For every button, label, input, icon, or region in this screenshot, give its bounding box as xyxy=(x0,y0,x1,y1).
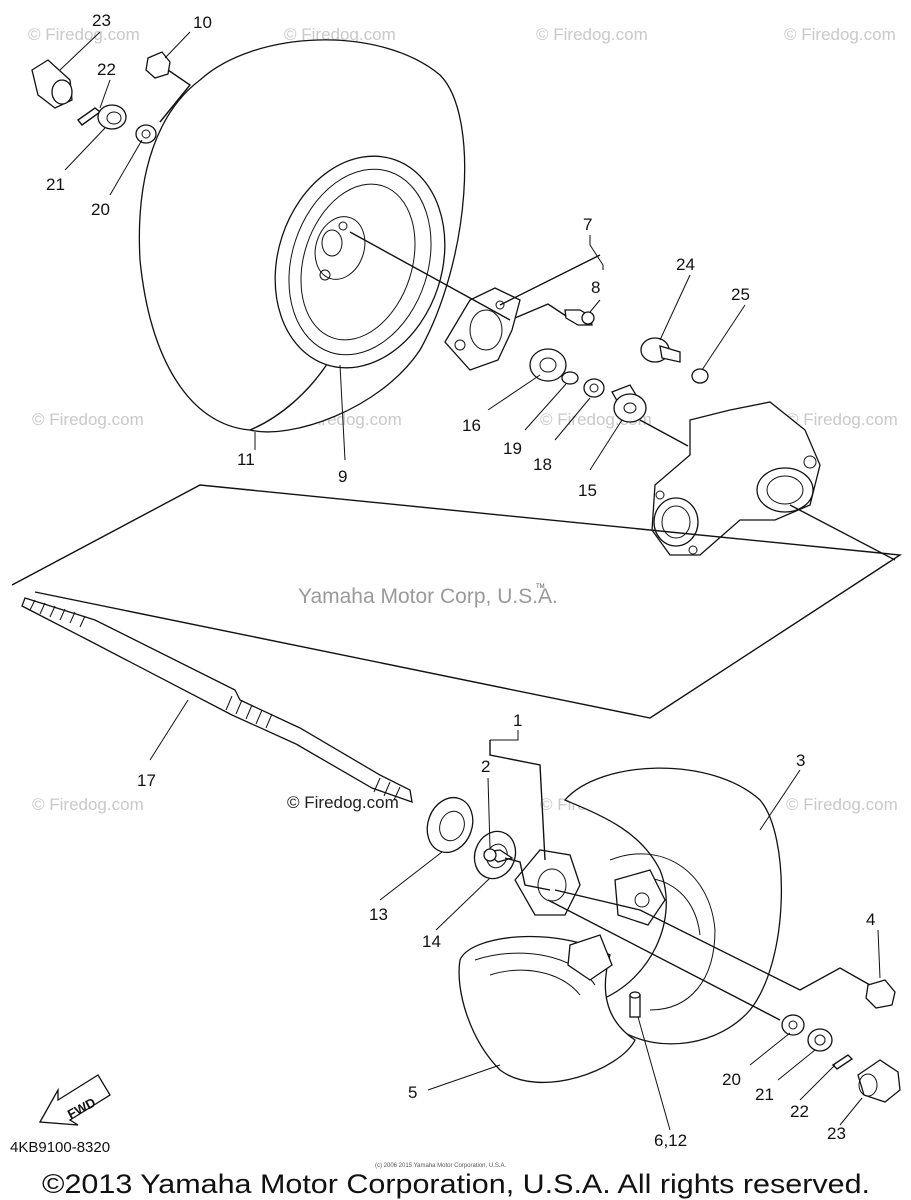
upper-collar xyxy=(583,378,605,398)
callout-21-lower: 21 xyxy=(755,1085,774,1104)
callout-1: 1 xyxy=(513,711,522,730)
watermark-firedog: © Firedog.com xyxy=(32,795,144,814)
callout-22: 22 xyxy=(97,60,116,79)
upper-hub-leader xyxy=(349,231,511,321)
callout-16: 16 xyxy=(462,416,481,435)
watermark-yamaha: Yamaha Motor Corp, U.S.A. xyxy=(298,585,558,608)
upper-bearing-16 xyxy=(529,348,567,382)
final-gear-case xyxy=(651,401,821,556)
lower-wheel-nut xyxy=(865,979,896,1009)
watermark-firedog: © Firedog.com xyxy=(786,410,898,429)
upper-bearing-15 xyxy=(611,384,647,423)
callout-20: 20 xyxy=(91,200,110,219)
upper-hub xyxy=(444,287,521,371)
fwd-arrow-icon: FWD xyxy=(38,1074,111,1126)
lower-wheel-center-hub xyxy=(567,869,666,981)
callout-11: 11 xyxy=(237,450,255,469)
callout-5: 5 xyxy=(408,1083,417,1102)
callout-7: 7 xyxy=(583,215,592,234)
callout-4: 4 xyxy=(866,910,875,929)
watermark-firedog-dark: © Firedog.com xyxy=(287,793,399,812)
callout-15: 15 xyxy=(578,481,597,500)
valve-stem xyxy=(629,991,641,1018)
upper-bolt-24 xyxy=(640,337,681,363)
watermark-firedog: © Firedog.com xyxy=(786,795,898,814)
tiny-notice: (c) 2006 2015 Yamaha Motor Corporation, … xyxy=(375,1163,507,1169)
rear-axle xyxy=(21,597,413,803)
callout-25: 25 xyxy=(731,285,750,304)
lower-hub-bolt xyxy=(483,848,514,863)
upper-wheel-nut xyxy=(145,51,171,79)
upper-washer xyxy=(135,124,157,144)
diagram-code: 4KB9100-8320 xyxy=(10,1139,110,1156)
callout-17: 17 xyxy=(137,771,156,790)
callout-labels: 23 10 22 21 20 7 8 24 25 16 19 18 15 11 … xyxy=(46,11,875,1150)
upper-washer-25 xyxy=(691,368,709,384)
upper-hub-bolt xyxy=(564,309,595,326)
lower-hub xyxy=(514,849,581,916)
axle-reference-box xyxy=(11,484,903,719)
upper-circlip xyxy=(561,371,579,385)
callout-20-lower: 20 xyxy=(722,1070,741,1089)
watermark-tm: TM xyxy=(536,584,545,590)
upper-castle-nut xyxy=(97,104,127,130)
watermark-firedog: © Firedog.com xyxy=(284,25,396,44)
lower-oil-seal xyxy=(426,796,474,854)
callout-10: 10 xyxy=(193,13,212,32)
lower-washer xyxy=(781,1014,805,1036)
callout-22-lower: 22 xyxy=(790,1102,809,1121)
lower-castle-nut xyxy=(807,1028,833,1052)
lower-cotter-pin xyxy=(831,1054,854,1070)
callout-14: 14 xyxy=(422,932,441,951)
upper-nut-leader xyxy=(159,69,192,123)
callout-23: 23 xyxy=(92,11,111,30)
watermark-firedog: © Firedog.com xyxy=(536,25,648,44)
callout-23-lower: 23 xyxy=(827,1124,846,1143)
callout-19: 19 xyxy=(503,439,522,458)
callout-9: 9 xyxy=(338,467,347,486)
callout-18: 18 xyxy=(533,455,552,474)
copyright-footer: ©2013 Yamaha Motor Corporation, U.S.A. A… xyxy=(42,1169,870,1199)
callout-6-12: 6,12 xyxy=(654,1131,687,1150)
upper-cotter-pin xyxy=(76,107,102,126)
callout-13: 13 xyxy=(369,905,388,924)
callout-21: 21 xyxy=(46,175,65,194)
callout-2: 2 xyxy=(481,757,490,776)
watermark-firedog: © Firedog.com xyxy=(32,410,144,429)
watermark-firedog: © Firedog.com xyxy=(784,25,896,44)
leader-lines xyxy=(59,31,881,1131)
callout-24: 24 xyxy=(676,255,695,274)
watermark-firedog: © Firedog.com xyxy=(28,25,140,44)
upper-axle-cap xyxy=(31,59,73,109)
callout-3: 3 xyxy=(796,751,805,770)
upper-wheel xyxy=(274,155,446,369)
lower-axle-cap xyxy=(857,1059,901,1103)
callout-8: 8 xyxy=(591,278,600,297)
